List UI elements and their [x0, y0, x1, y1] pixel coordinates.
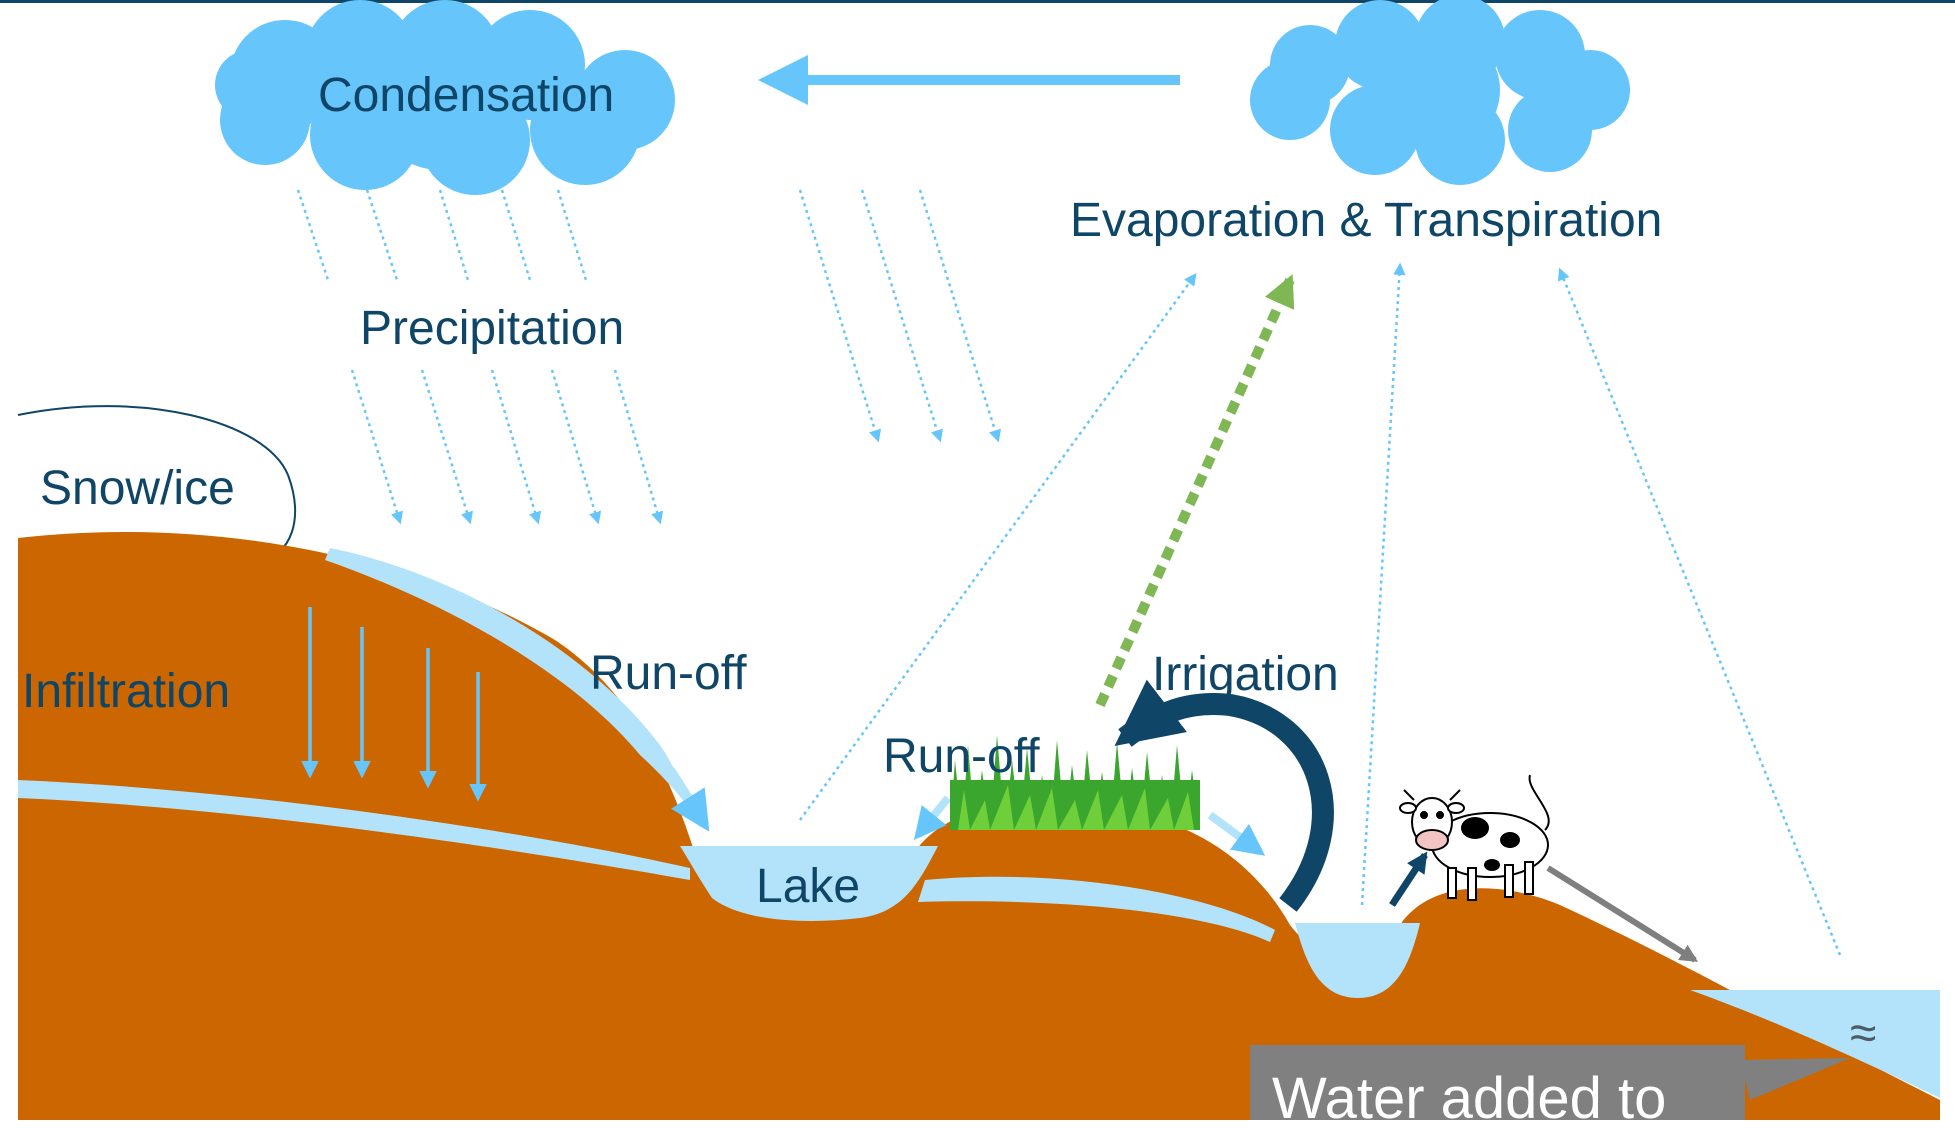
lake-label: Lake [756, 860, 861, 913]
irrigation-label: Irrigation [1152, 648, 1339, 701]
precipitation-label: Precipitation [360, 302, 625, 355]
wave-icon: ≈ [1850, 1007, 1877, 1060]
evaporation-transpiration-label: Evaporation & Transpiration [1070, 194, 1663, 247]
irrigation-arrow [1114, 679, 1334, 912]
top-rule [0, 0, 1955, 3]
return-flow-arrow [1546, 865, 1699, 963]
runoff-arrow-middle [913, 795, 952, 840]
callout-pointer [1740, 1058, 1850, 1100]
groundwater-left [18, 780, 690, 880]
precipitation-arrows-middle [798, 189, 1001, 443]
cloud-icon [215, 0, 675, 195]
callout-text: Water added to [1272, 1066, 1667, 1131]
pond-water [1295, 923, 1420, 998]
groundwater-middle [918, 876, 1275, 942]
grass-icon [950, 735, 1200, 830]
snow-ice-label: Snow/ice [40, 462, 235, 515]
precipitation-arrows-upper [296, 189, 588, 281]
precipitation-arrows-lower [350, 369, 664, 525]
cloud-icon [1250, 0, 1630, 185]
runoff-arrow-right [1207, 811, 1266, 856]
evaporation-arrows [798, 262, 1842, 956]
infiltration-arrows [301, 607, 487, 802]
runoff-label-middle: Run-off [883, 730, 1040, 783]
cow-icon [1399, 774, 1550, 901]
runoff-arrow-left [665, 767, 710, 832]
infiltration-label: Infiltration [22, 665, 231, 718]
runoff-label-left: Run-off [590, 647, 747, 700]
condensation-label: Condensation [318, 69, 615, 122]
snow-ice-outline [17, 405, 297, 563]
drinking-arrow [1389, 851, 1428, 907]
sea-water [1690, 990, 1940, 1098]
callout-box [1250, 1045, 1745, 1120]
transpiration-arrow [1095, 274, 1295, 708]
lake-water [680, 846, 938, 921]
